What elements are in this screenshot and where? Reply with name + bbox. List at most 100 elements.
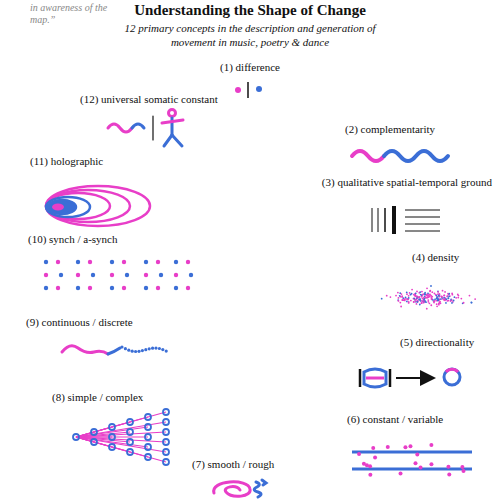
mark <box>381 298 383 300</box>
mark <box>415 453 419 457</box>
mark <box>406 293 408 295</box>
mark <box>415 298 417 300</box>
mark <box>189 273 193 277</box>
concept-label: (10) synch / a-synch <box>28 233 118 246</box>
mark <box>422 300 424 302</box>
mark <box>127 439 133 445</box>
complementarity-figure <box>352 151 448 161</box>
mark <box>163 429 169 435</box>
mark <box>145 454 151 460</box>
mark <box>110 286 114 290</box>
mark <box>127 419 133 425</box>
mark <box>399 302 401 304</box>
mark <box>422 300 424 302</box>
mark <box>408 444 412 448</box>
mark <box>424 293 426 295</box>
mark <box>399 472 403 476</box>
mark <box>127 429 133 435</box>
mark <box>156 260 160 264</box>
mark <box>413 298 415 300</box>
mark <box>426 294 428 296</box>
mark <box>368 464 372 468</box>
mark <box>154 346 157 349</box>
mark <box>462 302 464 304</box>
mark <box>419 466 423 470</box>
mark <box>124 347 127 350</box>
mark <box>131 350 134 353</box>
mark <box>418 299 420 301</box>
mark <box>428 294 430 296</box>
mark <box>439 295 441 297</box>
directionality-figure <box>360 369 460 387</box>
mark <box>417 301 419 303</box>
mark <box>76 260 80 264</box>
mark <box>109 434 115 440</box>
mark <box>429 294 431 296</box>
mark <box>413 301 415 303</box>
mark <box>371 446 375 450</box>
concept-label: (3) qualitative spatial-temporal ground <box>322 176 492 189</box>
mark <box>416 298 418 300</box>
mark <box>446 465 450 469</box>
mark <box>422 298 424 300</box>
mark <box>441 296 443 298</box>
mark <box>141 349 144 352</box>
mark <box>125 273 129 277</box>
mark <box>186 260 190 264</box>
mark <box>450 300 452 302</box>
mark <box>431 297 433 299</box>
mark <box>414 461 418 465</box>
mark <box>163 439 169 445</box>
mark <box>443 299 445 301</box>
mark <box>435 300 437 302</box>
mark <box>411 289 413 291</box>
mark <box>120 345 123 348</box>
mark <box>418 292 420 294</box>
mark <box>447 295 449 297</box>
mark <box>414 295 416 297</box>
mark <box>413 301 415 303</box>
mark <box>145 434 151 440</box>
concept-label: (9) continuous / discrete <box>26 316 133 329</box>
mark <box>122 260 126 264</box>
mark <box>91 429 97 435</box>
concept-label: (12) universal somatic constant <box>80 93 218 106</box>
mark <box>431 299 433 301</box>
mark <box>357 452 361 456</box>
mark <box>430 285 432 287</box>
mark <box>416 303 418 305</box>
mark <box>110 273 114 277</box>
concept-label: (5) directionality <box>400 336 474 349</box>
mark <box>443 295 445 297</box>
mark <box>450 300 452 302</box>
mark <box>398 300 400 302</box>
mark <box>415 301 417 303</box>
mark <box>461 469 465 473</box>
constant-figure <box>352 452 472 469</box>
mark <box>148 347 151 350</box>
mark <box>436 296 438 298</box>
mark <box>76 432 166 437</box>
ground-figure <box>372 206 440 234</box>
mark <box>88 260 92 264</box>
mark <box>406 300 408 302</box>
mark <box>145 414 151 420</box>
mark <box>460 298 462 300</box>
mark <box>444 291 446 293</box>
somatic-figure <box>108 110 183 147</box>
mark <box>446 295 448 297</box>
mark <box>127 349 130 352</box>
mark <box>56 260 60 264</box>
mark <box>441 295 443 297</box>
mark <box>451 293 453 295</box>
mark <box>449 295 451 297</box>
mark <box>429 443 433 447</box>
mark <box>401 295 403 297</box>
mark <box>427 299 429 301</box>
mark <box>469 295 471 297</box>
mark <box>453 300 455 302</box>
mark <box>395 295 397 297</box>
mark <box>406 292 408 294</box>
mark <box>368 473 372 477</box>
mark <box>145 424 151 430</box>
